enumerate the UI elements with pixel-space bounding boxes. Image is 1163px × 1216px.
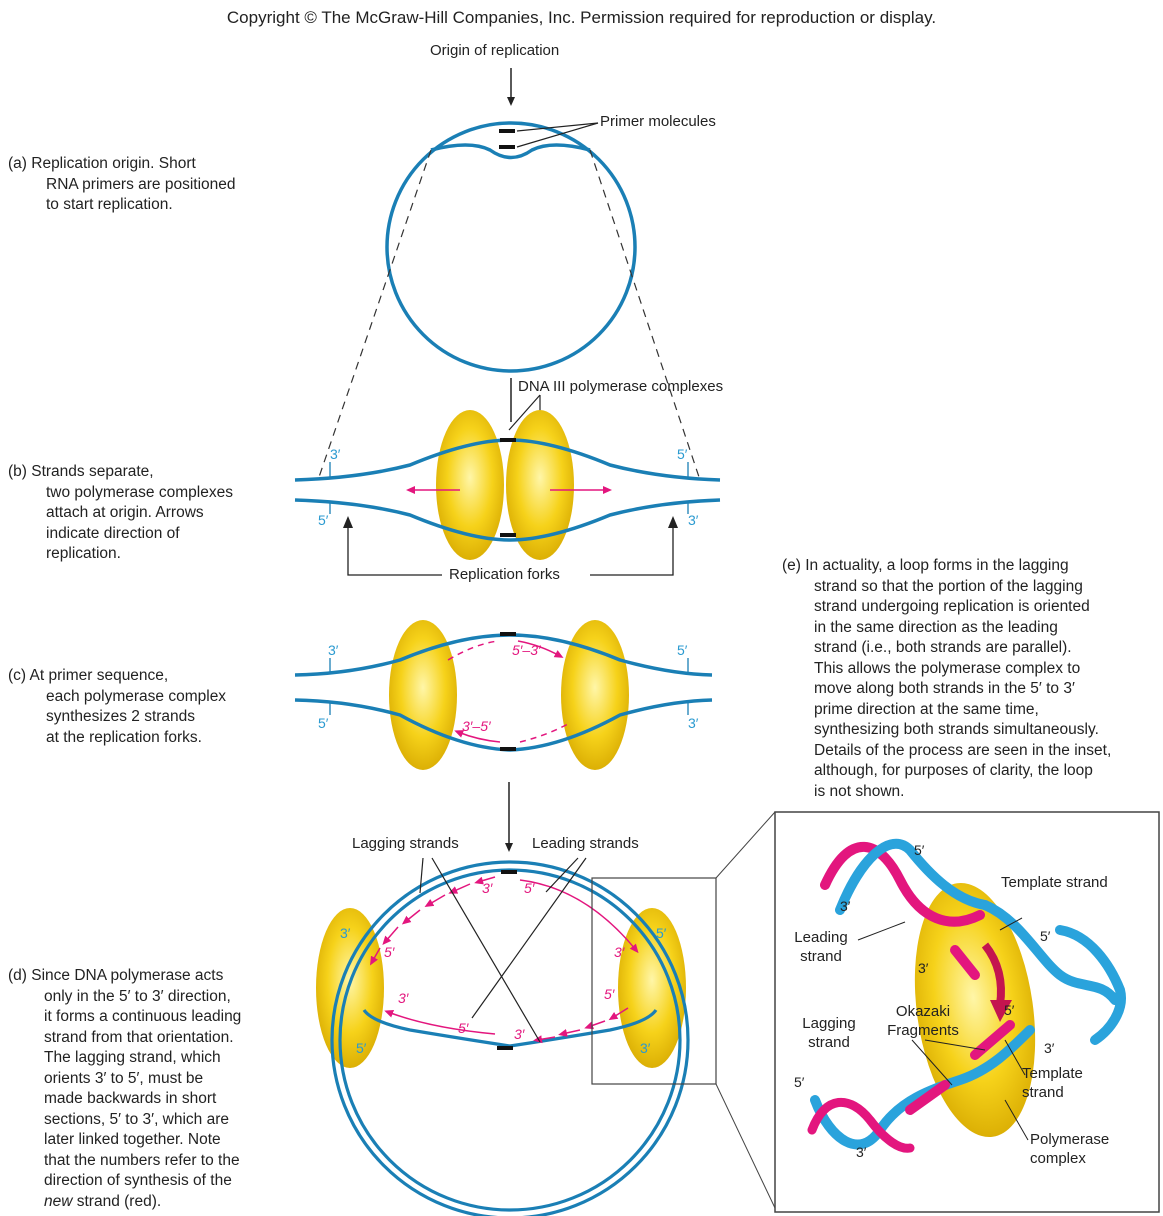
inset-end-3-left: 3′ [840,898,850,914]
c-strand-top [295,635,712,675]
inset-template-label-top: Template strand [1001,873,1108,892]
dna-circle-outer [387,123,635,371]
c-end-tl: 3′ [328,642,338,658]
c-new-strand-top: 5′–3′ [512,642,541,658]
inset-end-5-bottom: 5′ [794,1074,804,1090]
caption-b: (b) Strands separate, two polymerase com… [8,462,298,565]
d-end-blue-br: 3′ [640,1040,650,1056]
d-end-pink-5-right: 5′ [604,986,614,1002]
inset-polymerase-label: Polymerase complex [1030,1130,1130,1168]
forks-label: Replication forks [449,566,560,583]
caption-e: (e) In actuality, a loop forms in the la… [782,556,1162,802]
b-end-bl: 5′ [318,512,328,528]
d-end-pink-3-top: 3′ [482,880,492,896]
fork-arrowhead-left [343,516,353,528]
d-end-pink-3-right: 3′ [614,944,624,960]
inset-end-3-center: 3′ [918,960,928,976]
inset-lagging-label: Lagging strand [796,1014,862,1052]
d-end-pink-5-bottom: 5′ [458,1020,468,1036]
expansion-line-right [590,150,700,480]
zoom-line-top [716,812,775,878]
d-end-pink-3-left: 3′ [398,990,408,1006]
caption-c: (c) At primer sequence, each polymerase … [8,666,298,748]
d-primer-top [501,870,517,874]
d-end-blue-tr: 5′ [656,925,666,941]
inset-end-3-right: 3′ [1044,1040,1054,1056]
c-end-tr: 5′ [677,642,687,658]
d-end-pink-5-top: 5′ [524,880,534,896]
inset-end-5-right: 5′ [1040,928,1050,944]
d-end-blue-tl: 3′ [340,925,350,941]
caption-d: (d) Since DNA polymerase acts only in th… [8,966,308,1212]
okazaki-label: Okazaki Fragments [878,1002,968,1040]
inset-end-3-bottom: 3′ [856,1144,866,1160]
b-primer-bottom [500,533,516,537]
d-end-blue-bl: 5′ [356,1040,366,1056]
caption-a: (a) Replication origin. Short RNA primer… [8,154,298,216]
b-end-tl: 3′ [330,446,340,462]
lagging-strands-label: Lagging strands [352,835,459,852]
inset-template-label-bottom: Template strand [1022,1064,1102,1102]
fork-bracket-left [348,525,442,575]
c-end-bl: 5′ [318,715,328,731]
primer-top [499,129,515,133]
d-end-pink-3-bottom: 3′ [514,1026,524,1042]
c-end-br: 3′ [688,715,698,731]
polymerase-label: DNA III polymerase complexes [518,378,723,395]
d-bubble-strand [364,1010,656,1046]
c-dashed-top-left [448,641,498,660]
origin-label: Origin of replication [430,42,559,59]
fork-arrowhead-right [668,516,678,528]
c-new-strand-bottom: 3′–5′ [462,718,491,734]
b-primer-top [500,438,516,442]
expansion-line-left [318,150,431,480]
d-leading-strand-top [520,880,636,950]
primer-label: Primer molecules [600,113,716,130]
panel-b [295,378,720,575]
d-end-pink-5-left: 5′ [384,944,394,960]
lagging-pointer-1 [420,858,423,893]
b-end-br: 3′ [688,512,698,528]
zoom-line-bottom [716,1084,775,1208]
inset-leading-label: Leading strand [782,928,860,966]
panel-d [316,812,775,1216]
inset-end-5-top: 5′ [914,842,924,858]
panel-c [295,620,712,848]
leading-strands-label: Leading strands [532,835,639,852]
c-primer-top [500,632,516,636]
primer-bottom [499,145,515,149]
fork-bracket-right [590,525,673,575]
inset-end-5-center: 5′ [1004,1002,1014,1018]
c-primer-bottom [500,747,516,751]
d-primer-bottom [497,1046,513,1050]
c-strand-bottom [295,700,712,750]
b-end-tr: 5′ [677,446,687,462]
d-leading-strand-bottom [388,1012,495,1034]
